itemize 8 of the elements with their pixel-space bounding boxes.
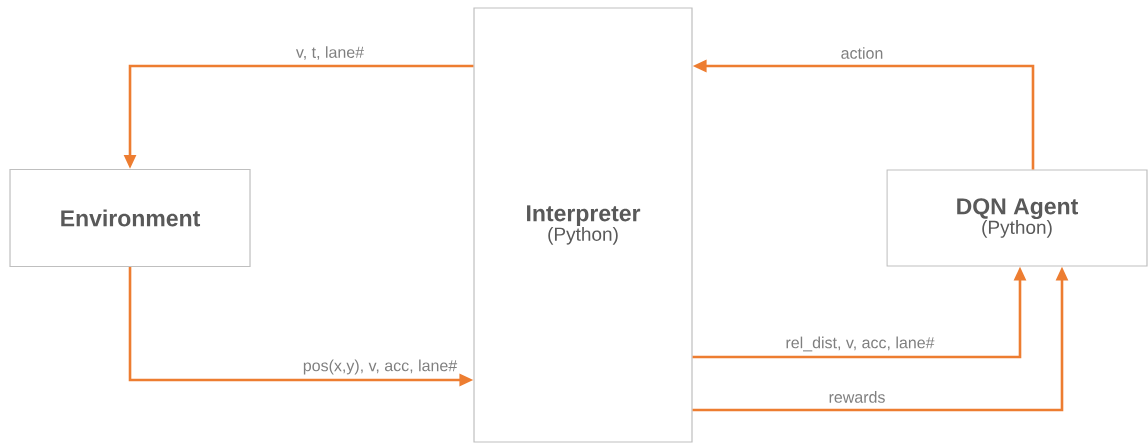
process-box: DQN Agent (Python)	[886, 169, 1148, 267]
process-box: Environment	[9, 168, 251, 268]
edge-label: rewards	[828, 390, 886, 404]
edge-label: v, t, lane#	[295, 45, 365, 61]
edge-label: rel_dist, v, acc, lane#	[784, 336, 936, 352]
edge-label: pos(x,y), v, acc, lane#	[302, 359, 458, 375]
edge-label: action	[840, 46, 884, 60]
process-box: Interpreter (Python)	[473, 7, 693, 443]
